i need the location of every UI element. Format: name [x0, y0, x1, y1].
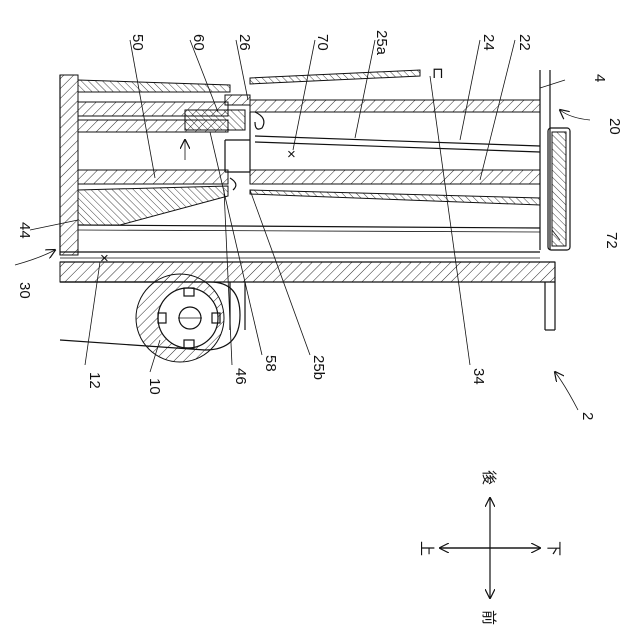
label-25b: 25b — [310, 355, 327, 380]
label-46: 46 — [232, 368, 249, 385]
label-72: 72 — [603, 232, 620, 249]
label-25a: 25a — [373, 30, 390, 56]
label-44: 44 — [16, 222, 33, 239]
label-34: 34 — [470, 368, 487, 385]
label-20: 20 — [606, 118, 623, 135]
direction-down-label: 下 — [545, 541, 563, 556]
label-60: 60 — [190, 34, 207, 51]
label-30: 30 — [16, 282, 33, 299]
label-10: 10 — [146, 378, 163, 395]
svg-text:×: × — [287, 146, 296, 163]
label-2: 2 — [579, 412, 596, 420]
label-50: 50 — [129, 34, 146, 51]
label-4: 4 — [591, 74, 608, 82]
label-70: 70 — [314, 34, 331, 51]
direction-front-label: 前 — [480, 610, 498, 625]
svg-text:⊓: ⊓ — [432, 65, 444, 82]
label-26: 26 — [236, 34, 253, 51]
label-22: 22 — [516, 34, 533, 51]
direction-up-label: 上 — [418, 541, 436, 556]
svg-text:×: × — [100, 250, 109, 267]
label-58: 58 — [262, 355, 279, 372]
device-body: × × ⊓ — [60, 65, 570, 362]
direction-rear-label: 後 — [480, 470, 498, 485]
label-12: 12 — [86, 372, 103, 389]
direction-indicator: 上 下 後 前 — [418, 470, 563, 625]
label-24: 24 — [480, 34, 497, 51]
